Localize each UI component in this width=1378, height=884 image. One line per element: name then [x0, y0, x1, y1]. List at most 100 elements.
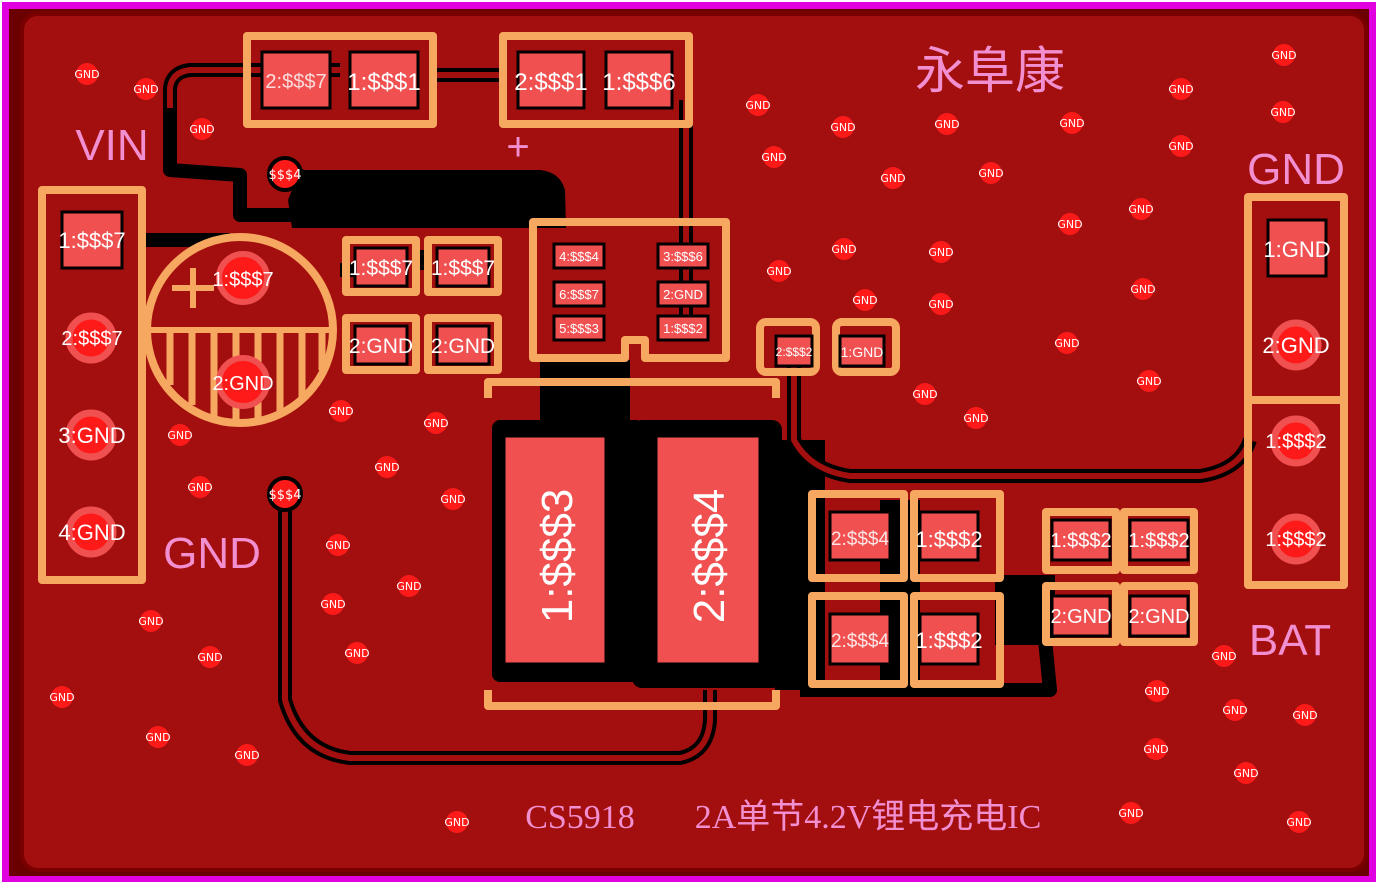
gnd-via-label: GND	[912, 388, 937, 401]
silkscreen-outlines	[38, 32, 1348, 710]
gnd-via: GND	[440, 488, 466, 510]
gnd-via: GND	[74, 63, 100, 85]
gnd-via-label: GND	[189, 123, 214, 136]
gnd-via: GND	[1168, 78, 1194, 100]
gnd-via-label: GND	[1286, 816, 1311, 829]
gnd-via-label: GND	[197, 651, 222, 664]
c1-pad-1-label: 1:$$$7	[349, 257, 413, 280]
ic-pad-5-label: 5:$$$3	[559, 321, 599, 336]
gnd-via: GND	[328, 400, 354, 422]
gnd-via-label: GND	[1211, 650, 1236, 663]
ic-pad-2-label: 2:GND	[663, 287, 703, 302]
through-hole-pads	[65, 312, 1322, 565]
r3-pad-2-label: 2:$$$4	[831, 529, 890, 550]
gnd-via: GND	[1271, 44, 1297, 66]
gnd-via-label: GND	[444, 816, 469, 829]
gnd-via: GND	[934, 113, 960, 135]
gnd-via-label: GND	[1233, 767, 1258, 780]
gnd-via-label: GND	[328, 405, 353, 418]
gnd-via-label: GND	[1168, 83, 1193, 96]
gnd-via-label: GND	[978, 167, 1003, 180]
gnd-via: GND	[1143, 738, 1169, 760]
led-pad-1-label: 1:GND	[841, 344, 884, 360]
gnd-via-label: GND	[344, 647, 369, 660]
gnd-via: GND	[1233, 762, 1259, 784]
ic-pad-4-label: 4:$$$4	[559, 249, 599, 264]
gnd-via-label: GND	[831, 243, 856, 256]
gnd-via: GND	[1286, 811, 1312, 833]
gnd-via: GND	[1292, 704, 1318, 726]
inductor-pad-1-label: 1:$$$3	[533, 489, 582, 624]
gnd-via-label: GND	[325, 539, 350, 552]
vin-pad-4-label: 4:GND	[58, 520, 125, 545]
c3-pad-2-label: 2:GND	[1050, 606, 1111, 628]
bat-pad-2-label: 1:$$$2	[1265, 529, 1326, 551]
c4-pad-1-label: 1:$$$2	[1128, 530, 1189, 552]
gnd-via: GND	[852, 289, 878, 311]
gnd-via-label: GND	[1136, 375, 1161, 388]
led-pad-2-label: 2:$$$2	[776, 345, 813, 359]
r1-pad-2-label: 2:$$$7	[265, 71, 326, 93]
gnd-via: GND	[928, 241, 954, 263]
gnd-via: GND	[1130, 278, 1156, 300]
gnd-via-label: GND	[745, 99, 770, 112]
gnd-right-label: GND	[1247, 145, 1345, 194]
gnd-via: GND	[761, 146, 787, 168]
vin-pad-1-label: 1:$$$7	[58, 228, 125, 253]
c2-pad-2-label: 2:GND	[431, 335, 495, 358]
gnd-via-label: GND	[852, 294, 877, 307]
gnd-via: GND	[978, 162, 1004, 184]
vin-pad-2-label: 2:$$$7	[61, 328, 122, 350]
gnd-via: GND	[1136, 370, 1162, 392]
vin-pad-3-label: 3:GND	[58, 423, 125, 448]
gnd-via-label: GND	[396, 580, 421, 593]
gnd-via: GND	[325, 534, 351, 556]
gnd-via: GND	[1059, 112, 1085, 134]
gnd-via: GND	[912, 383, 938, 405]
gnd-via: GND	[444, 811, 470, 833]
gnd-via: GND	[1054, 332, 1080, 354]
c1-pad-2-label: 2:GND	[349, 335, 413, 358]
footer-description: 2A单节4.2V锂电充电IC	[695, 798, 1042, 836]
gnd-via-label: GND	[1292, 709, 1317, 722]
gnd-via: GND	[1222, 699, 1248, 721]
gnd-via: GND	[167, 424, 193, 446]
ic-pad-3-label: 3:$$$6	[663, 249, 703, 264]
gnd-via-label: GND	[1130, 283, 1155, 296]
bat-pad-1-label: 1:$$$2	[1265, 431, 1326, 453]
gnd-pad-1-label: 1:GND	[1263, 237, 1330, 262]
gnd-via: GND	[374, 456, 400, 478]
gnd-via-label: GND	[440, 493, 465, 506]
gnd-via-label: GND	[187, 481, 212, 494]
gnd-via-label: GND	[928, 298, 953, 311]
gnd-via: GND	[1168, 135, 1194, 157]
r2-pad-1-label: 1:$$$6	[602, 69, 675, 96]
gnd-via-label: GND	[830, 121, 855, 134]
gnd-via-label: GND	[1143, 743, 1168, 756]
gnd-via-label: GND	[1144, 685, 1169, 698]
gnd-via-label: GND	[1128, 203, 1153, 216]
brand-label: 永阜康	[915, 43, 1065, 99]
net4-via-label: $$$4	[268, 488, 301, 503]
gnd-via: GND	[1270, 101, 1296, 123]
gnd-via: GND	[1128, 198, 1154, 220]
cap-pad-2-label: 2:GND	[212, 373, 273, 395]
r3-pad-1-label: 1:$$$2	[915, 527, 982, 552]
c2-pad-1-label: 1:$$$7	[431, 257, 495, 280]
gnd-via: GND	[423, 412, 449, 434]
gnd-via: GND	[1057, 213, 1083, 235]
bat-label: BAT	[1249, 616, 1331, 665]
gnd-via-label: GND	[167, 429, 192, 442]
gnd-via-label: GND	[320, 598, 345, 611]
r4-pad-1-label: 1:$$$2	[915, 628, 982, 653]
gnd-via-label: GND	[766, 265, 791, 278]
c3-pad-1-label: 1:$$$2	[1050, 530, 1111, 552]
ic-pad-6-label: 6:$$$7	[559, 287, 599, 302]
r4-pad-2-label: 2:$$$4	[831, 631, 890, 652]
gnd-via: GND	[1118, 802, 1144, 824]
via-layer: GND GND GND GND GND GND GND GND GND GND GND GND GND G…	[49, 44, 1318, 833]
gnd-pad-2-label: 2:GND	[1262, 333, 1329, 358]
gnd-via: GND	[145, 726, 171, 748]
gnd-via-label: GND	[963, 412, 988, 425]
c4-pad-2-label: 2:GND	[1128, 606, 1189, 628]
